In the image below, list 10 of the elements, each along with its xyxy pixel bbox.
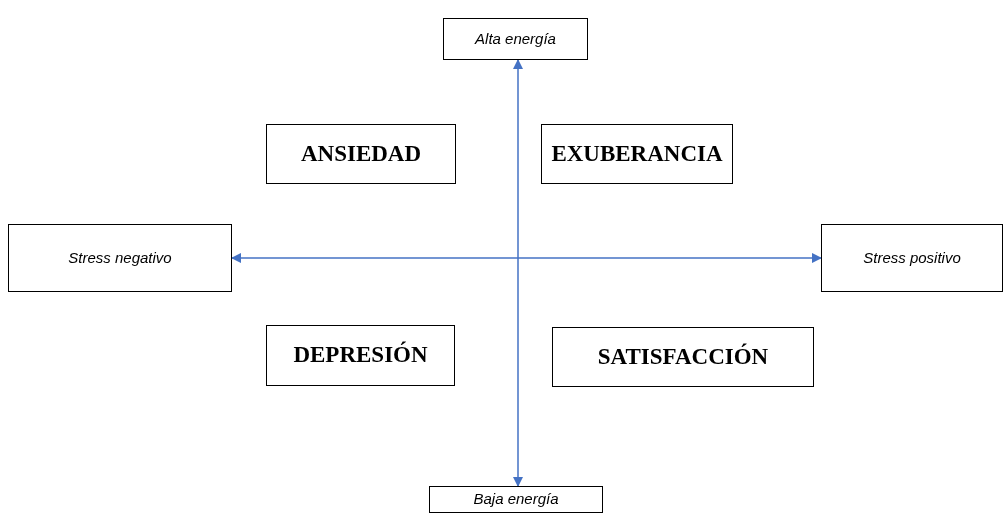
axis-label-box: Alta energía (443, 18, 588, 60)
axis-label-box: Baja energía (429, 486, 603, 513)
state-box: ANSIEDAD (266, 124, 456, 184)
state-box: EXUBERANCIA (541, 124, 733, 184)
double-arrow (230, 252, 823, 264)
axis-label-box: Stress positivo (821, 224, 1003, 292)
double-arrow (512, 58, 524, 488)
axis-label-box: Stress negativo (8, 224, 232, 292)
state-box: SATISFACCIÓN (552, 327, 814, 387)
state-box: DEPRESIÓN (266, 325, 455, 386)
